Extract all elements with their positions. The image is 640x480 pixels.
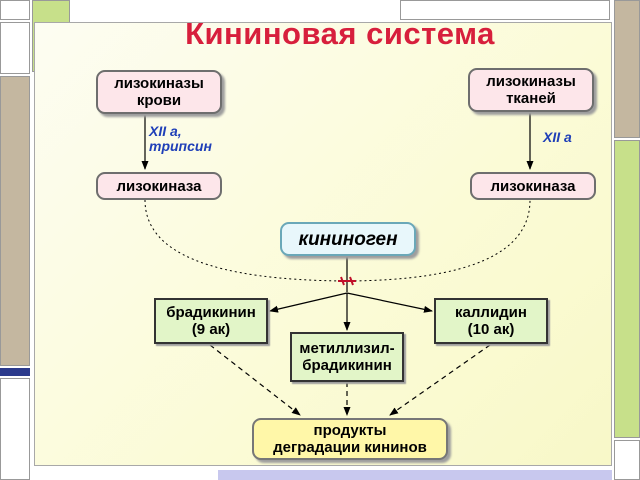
frame-block-top-left xyxy=(0,0,30,20)
node-blood-lysokinase: лизокиназы крови xyxy=(96,70,222,114)
frame-block-white-bottom-right xyxy=(614,440,640,480)
node-kallidin: каллидин (10 ак) xyxy=(434,298,548,344)
frame-block-white-top-right xyxy=(400,0,610,20)
frame-block-lavender-bottom xyxy=(218,470,612,480)
node-lysokinase-left: лизокиназа xyxy=(96,172,222,200)
frame-block-tan-left xyxy=(0,76,30,366)
frame-block-white-left xyxy=(0,22,30,74)
dashed-arrow-kallidin-to-products xyxy=(389,344,491,416)
node-methyllysyl-bradykinin: метиллизил- брадикинин xyxy=(290,332,404,382)
node-kininogen: кининоген xyxy=(280,222,416,256)
arrow-to-bradykinin xyxy=(269,292,348,313)
label-left-activator: XII а, трипсин xyxy=(149,123,212,154)
node-tissue-lysokinase: лизокиназы тканей xyxy=(468,68,594,112)
node-lysokinase-right: лизокиназа xyxy=(470,172,596,200)
frame-block-navy-left xyxy=(0,368,30,376)
page-title: Кининовая система xyxy=(185,16,495,51)
node-bradykinin: брадикинин (9 ак) xyxy=(154,298,268,344)
dashed-arrow-bradykinin-to-products xyxy=(209,344,301,416)
node-degradation-products: продукты деградации кининов xyxy=(252,418,448,460)
arrow-to-kallidin xyxy=(346,292,433,313)
frame-block-green-right xyxy=(614,140,640,438)
label-right-activator: XII а xyxy=(543,129,572,145)
cleavage-mark xyxy=(338,276,356,286)
dotted-curve-activation xyxy=(144,199,531,282)
